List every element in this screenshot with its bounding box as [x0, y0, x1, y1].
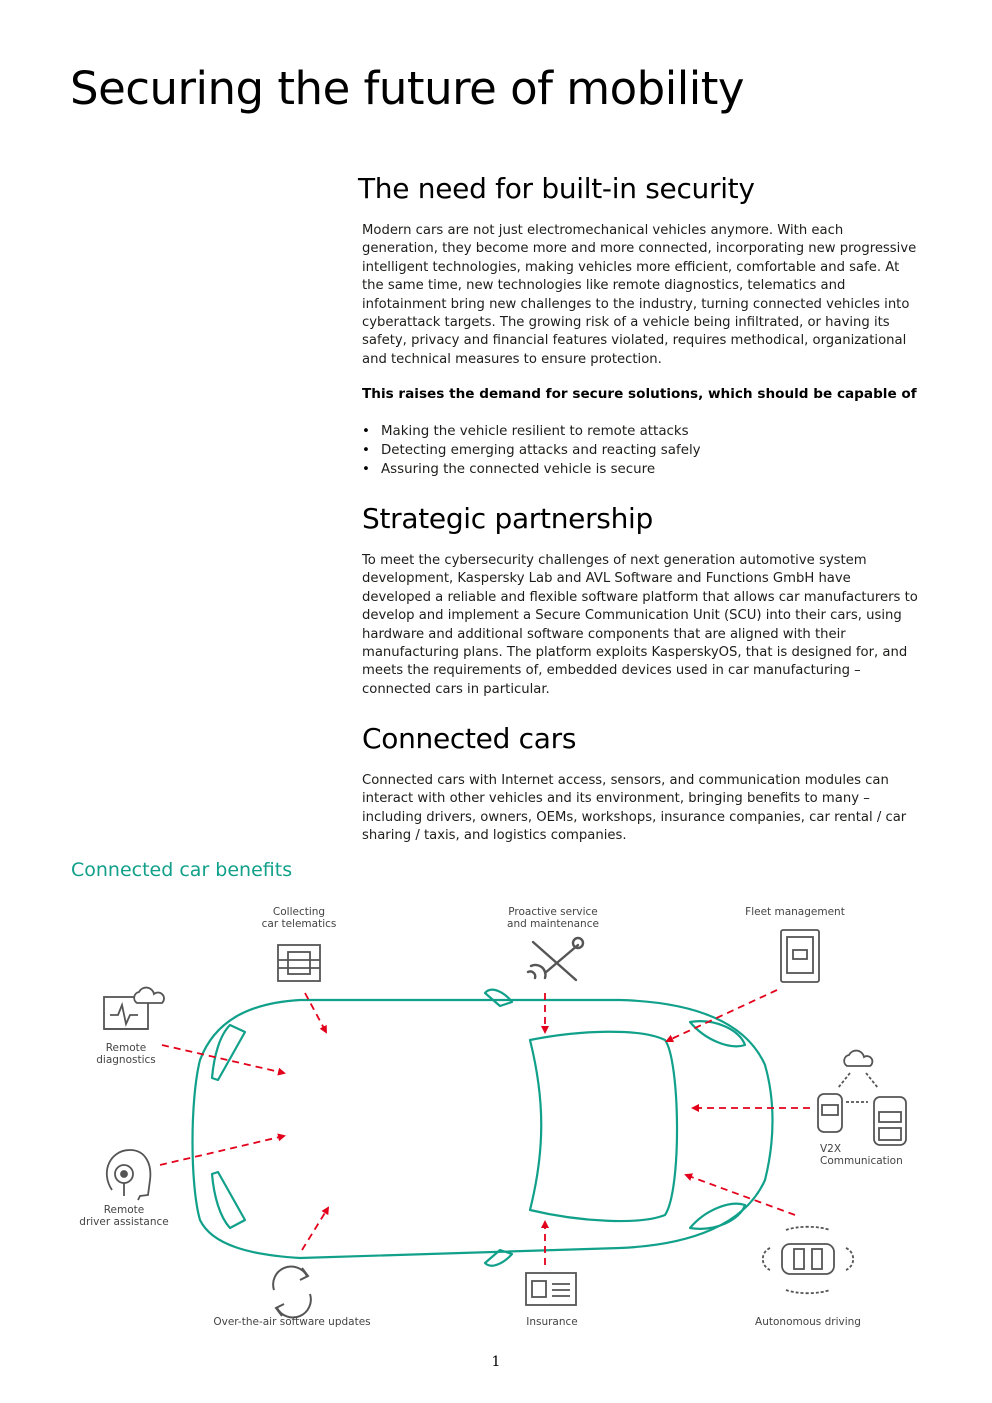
label-ota-updates: Over-the-air software updates: [213, 1316, 371, 1328]
autonomous-car-icon: [761, 1225, 855, 1295]
monitor-cloud-icon: [103, 986, 165, 1030]
car-top-icon: [817, 1093, 907, 1146]
sync-icon: [272, 1265, 312, 1319]
page-number: 1: [491, 1354, 501, 1370]
label-remote-assistance: Remote driver assistance: [79, 1204, 169, 1228]
list-item: Detecting emerging attacks and reacting …: [362, 442, 701, 461]
headset-person-icon: [105, 1149, 152, 1201]
label-insurance: Insurance: [526, 1316, 578, 1328]
label-remote-diagnostics: Remote diagnostics: [96, 1042, 156, 1066]
label-autonomous-driving: Autonomous driving: [755, 1316, 861, 1328]
label-telematics: Collecting car telematics: [261, 906, 337, 930]
tablet-icon: [780, 929, 820, 983]
label-fleet-management: Fleet management: [745, 906, 845, 918]
list-item: Making the vehicle resilient to remote a…: [362, 423, 701, 442]
list-item: Assuring the connected vehicle is secure: [362, 461, 701, 480]
cloud-network-icon: [837, 1049, 879, 1103]
section-title-connected-cars: Connected cars: [362, 722, 577, 755]
section-paragraph-connected-cars: Connected cars with Internet access, sen…: [362, 773, 907, 844]
diagram-title: Connected car benefits: [71, 859, 293, 881]
section-title-strategic-partnership: Strategic partnership: [362, 502, 653, 535]
capabilities-list: Making the vehicle resilient to remote a…: [362, 423, 701, 479]
section-paragraph-strategic-partnership: To meet the cybersecurity challenges of …: [362, 553, 918, 697]
server-icon: [277, 944, 321, 982]
section-title-built-in-security: The need for built-in security: [358, 172, 755, 205]
connection-arrows: [159, 989, 810, 1265]
label-proactive-service: Proactive service and maintenance: [507, 906, 599, 930]
document-car-icon: [525, 1272, 577, 1306]
section-paragraph-built-in-security: Modern cars are not just electromechanic…: [362, 223, 917, 367]
wrench-screwdriver-icon: [526, 936, 585, 982]
car-outline-icon: [191, 988, 774, 1267]
page-title: Securing the future of mobility: [70, 62, 744, 115]
demand-statement: This raises the demand for secure soluti…: [362, 386, 917, 402]
label-v2x: V2X Communication: [820, 1143, 903, 1167]
